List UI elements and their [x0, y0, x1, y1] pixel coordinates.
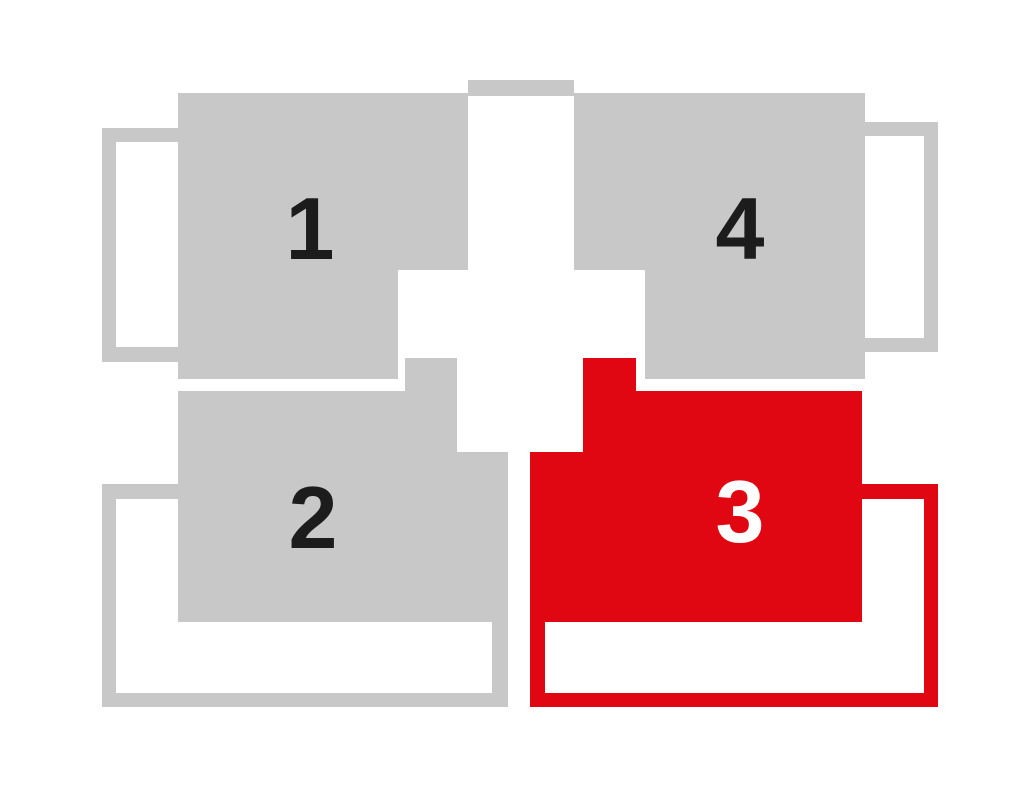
unit-2-body	[178, 358, 508, 622]
unit-1-balcony	[102, 128, 180, 362]
unit-2[interactable]: 2	[102, 358, 508, 707]
unit-3-label: 3	[716, 462, 765, 561]
unit-4[interactable]: 4	[574, 93, 938, 379]
unit-3-body	[530, 358, 862, 622]
unit-4-label: 4	[716, 179, 765, 278]
unit-3[interactable]: 3	[530, 358, 938, 707]
unit-1[interactable]: 1	[102, 93, 468, 379]
unit-4-balcony	[862, 122, 938, 352]
unit-4-body	[574, 93, 865, 379]
unit-1-label: 1	[286, 179, 335, 278]
unit-1-body	[178, 93, 468, 379]
top-connector	[468, 80, 574, 96]
unit-2-label: 2	[289, 468, 338, 567]
